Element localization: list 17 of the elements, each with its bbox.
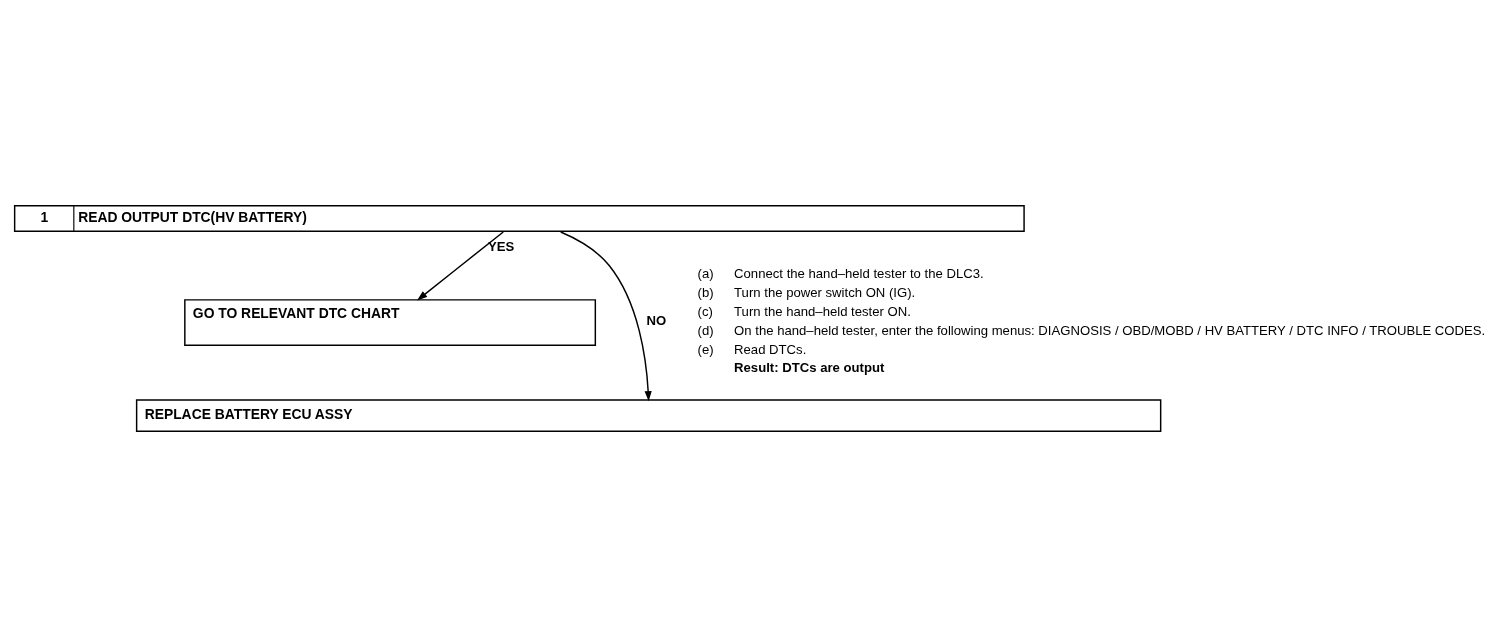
label: Turn the hand–held tester ON. bbox=[734, 303, 911, 319]
label: (a) bbox=[697, 265, 714, 281]
label: Turn the power switch ON (IG). bbox=[734, 284, 916, 300]
label: (c) bbox=[697, 303, 713, 319]
label: Result: DTCs are output bbox=[734, 359, 885, 375]
arrow bbox=[560, 230, 652, 401]
label: (b) bbox=[697, 284, 714, 300]
node-box: REPLACE BATTERY ECU ASSY bbox=[135, 398, 1162, 432]
node-box: GO TO RELEVANT DTC CHART bbox=[184, 298, 597, 346]
arrow bbox=[417, 230, 504, 300]
label: On the hand–held tester, enter the following menus: DIAGNOSIS / OBD/MOBD / HV BATTERY / DTC INFO / TROUBLE CODES. bbox=[734, 322, 1486, 338]
label: Read DTCs. bbox=[734, 341, 807, 357]
label: (d) bbox=[697, 322, 714, 338]
label: Connect the hand–held tester to the DLC3. bbox=[734, 265, 984, 281]
edge-label: YES bbox=[487, 238, 515, 254]
label: (e) bbox=[697, 341, 714, 357]
edge-label: NO bbox=[646, 312, 667, 328]
